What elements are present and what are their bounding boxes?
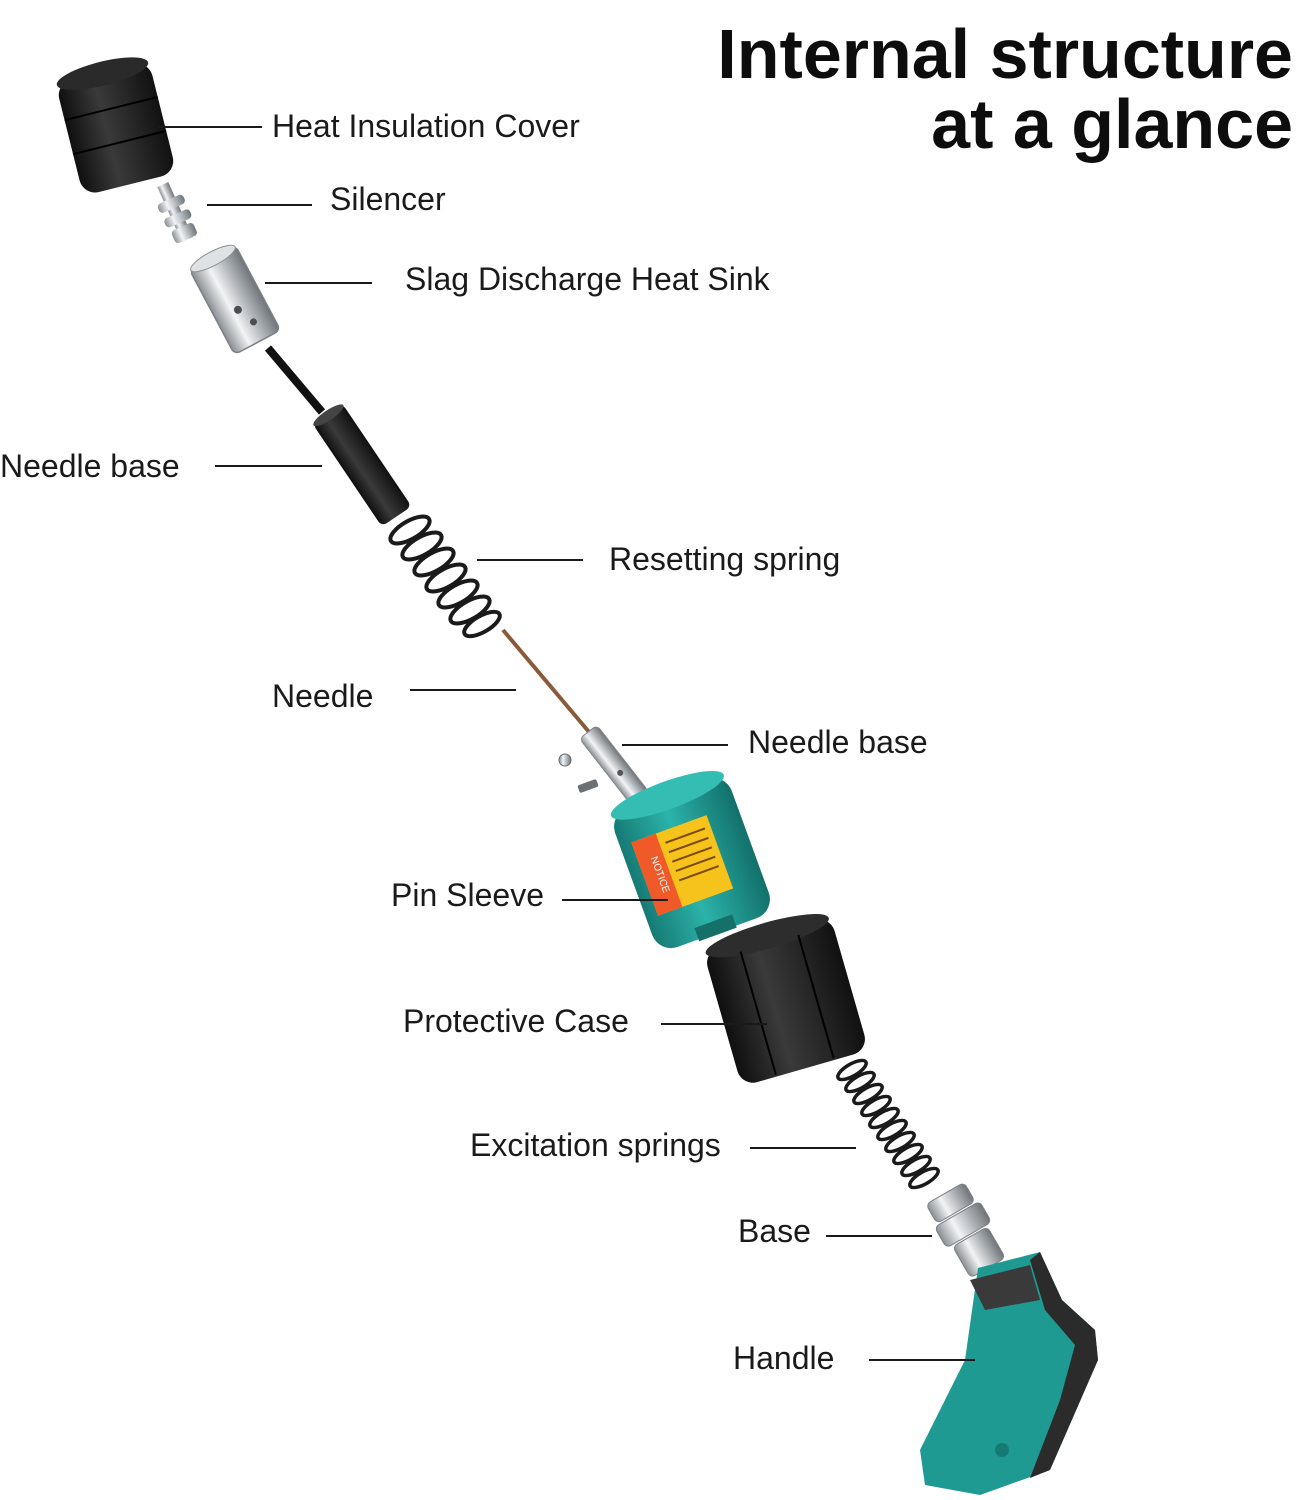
pin-sleeve-part: NOTICE xyxy=(610,770,770,949)
label-excitation-springs: Excitation springs xyxy=(470,1127,721,1163)
screw-part xyxy=(577,779,599,793)
label-needle-base-upper: Needle base xyxy=(0,448,180,484)
needle-base-upper-part xyxy=(313,404,410,525)
heat-sink-part xyxy=(190,244,280,354)
title-line-1: Internal structure xyxy=(717,15,1293,93)
screw-part xyxy=(558,753,572,767)
excitation-springs-part xyxy=(836,1058,940,1190)
protective-case-part xyxy=(705,914,865,1083)
handle-part xyxy=(920,1252,1098,1495)
title-line-2: at a glance xyxy=(931,85,1293,163)
label-needle: Needle xyxy=(272,678,374,714)
label-base: Base xyxy=(738,1213,811,1249)
heat-insulation-cover-part xyxy=(56,57,174,193)
silencer-part xyxy=(157,182,197,244)
label-protective-case: Protective Case xyxy=(403,1003,629,1039)
label-resetting-spring: Resetting spring xyxy=(609,541,841,577)
needle-base-rod xyxy=(264,345,326,415)
label-needle-base-lower: Needle base xyxy=(748,724,928,760)
resetting-spring-part xyxy=(388,514,502,639)
label-pin-sleeve: Pin Sleeve xyxy=(391,877,544,913)
leader-lines xyxy=(158,126,975,1361)
label-slag-discharge-heat-sink: Slag Discharge Heat Sink xyxy=(405,261,770,297)
label-heat-insulation-cover: Heat Insulation Cover xyxy=(272,108,580,144)
label-silencer: Silencer xyxy=(330,181,446,217)
needle-part xyxy=(501,628,602,747)
label-handle: Handle xyxy=(733,1340,835,1376)
base-part xyxy=(927,1183,1004,1277)
